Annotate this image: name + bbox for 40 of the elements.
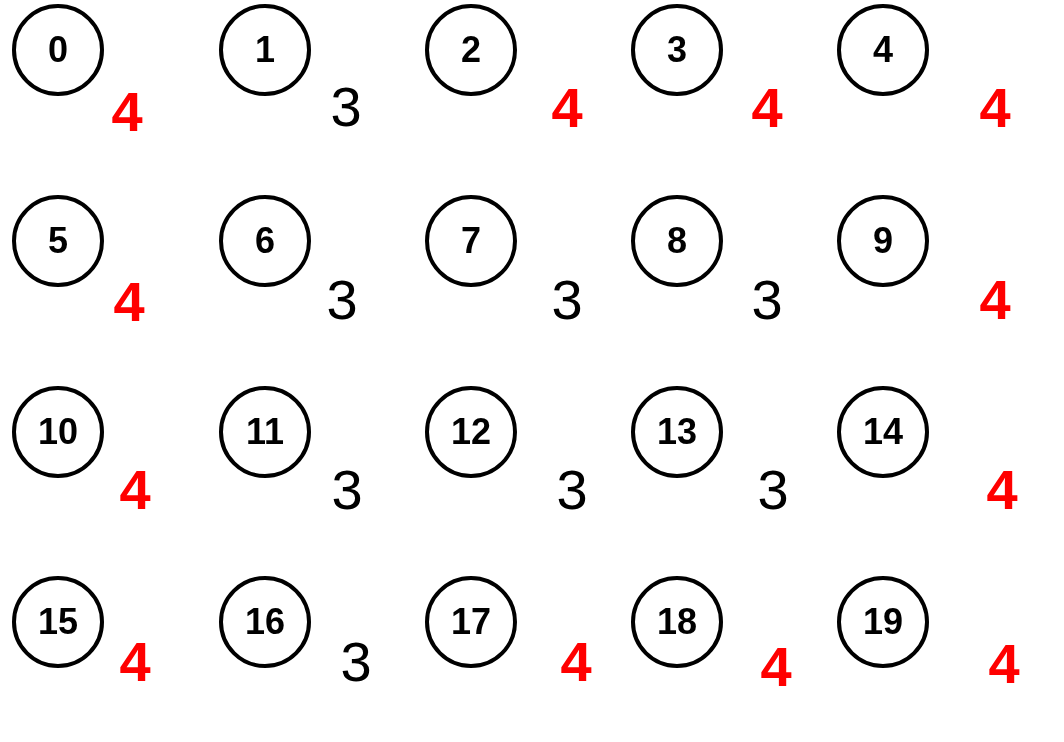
count-label: 4 [113, 274, 145, 330]
count-label: 4 [751, 80, 783, 136]
circle-number: 15 [37, 604, 78, 640]
circle-number: 1 [255, 32, 275, 68]
count-label: 4 [988, 636, 1020, 692]
count-label: 4 [760, 639, 792, 695]
count-label: 4 [986, 462, 1018, 518]
count-label: 3 [551, 272, 583, 328]
circle-number: 19 [862, 604, 903, 640]
circle-number: 0 [48, 32, 68, 68]
circle-number: 4 [873, 32, 893, 68]
count-label: 4 [551, 80, 583, 136]
circle-number: 18 [656, 604, 697, 640]
count-label: 4 [560, 634, 592, 690]
circle-number: 10 [37, 414, 78, 450]
count-label: 4 [979, 272, 1011, 328]
count-label: 4 [119, 634, 151, 690]
circle-number: 11 [245, 414, 285, 450]
circle-number: 6 [255, 223, 275, 259]
count-label: 3 [331, 462, 363, 518]
circle-number: 2 [461, 32, 481, 68]
circle-number: 3 [667, 32, 687, 68]
count-label: 4 [111, 84, 143, 140]
circle-number: 16 [244, 604, 285, 640]
count-label: 4 [119, 462, 151, 518]
count-label: 3 [751, 272, 783, 328]
count-label: 3 [556, 462, 588, 518]
circle-number: 12 [450, 414, 491, 450]
count-label: 4 [979, 80, 1011, 136]
circle-number: 13 [656, 414, 697, 450]
circle-number: 5 [48, 223, 68, 259]
circle-number: 17 [450, 604, 491, 640]
count-label: 3 [330, 79, 362, 135]
circle-number: 7 [461, 223, 481, 259]
circle-number: 14 [862, 414, 903, 450]
circle-number: 9 [873, 223, 893, 259]
count-label: 3 [757, 462, 789, 518]
count-label: 3 [326, 272, 358, 328]
circle-number: 8 [667, 223, 687, 259]
count-label: 3 [340, 634, 372, 690]
